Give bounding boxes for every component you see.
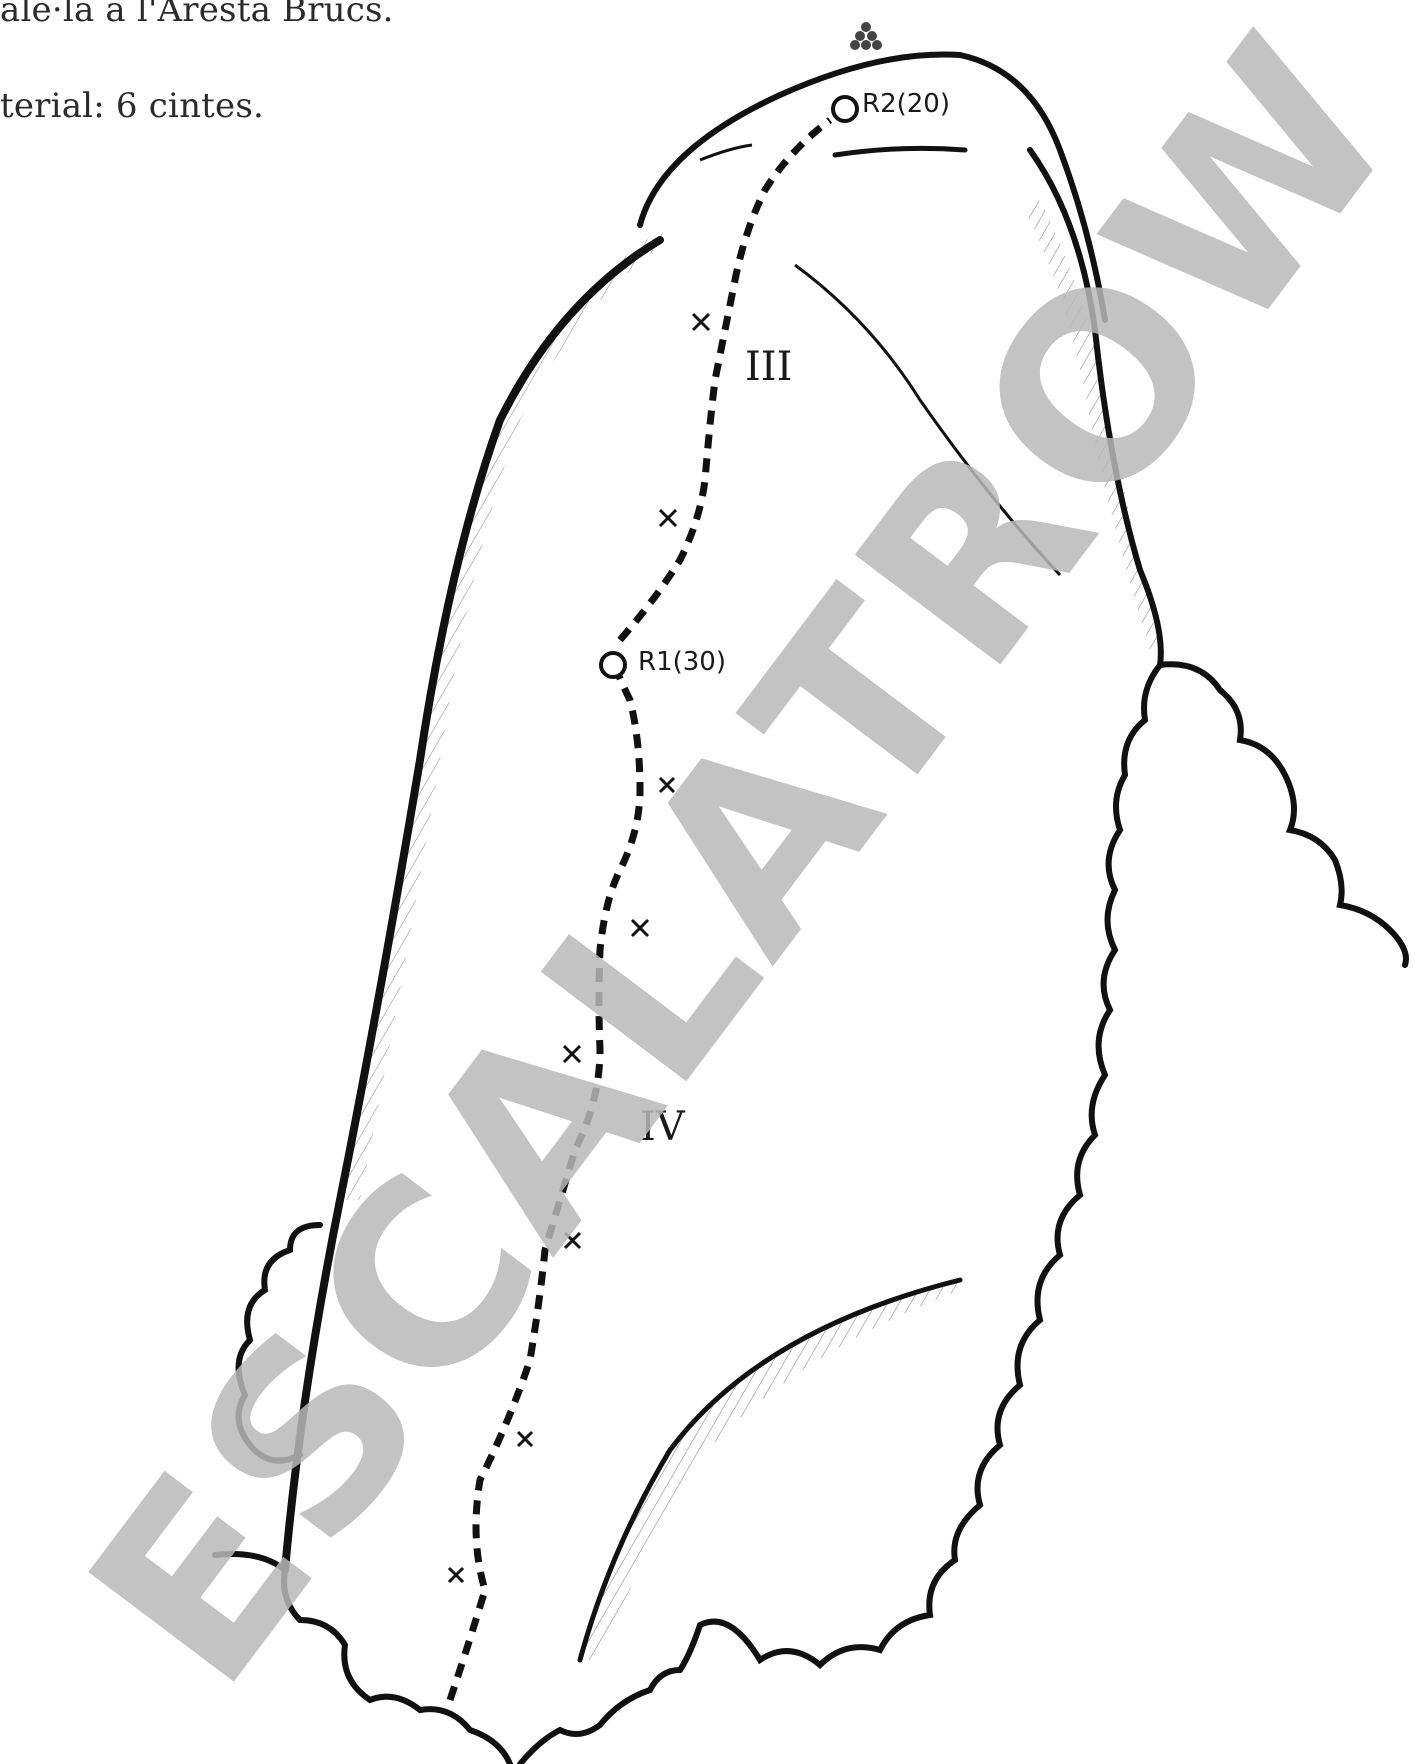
belay-r2-icon bbox=[833, 97, 857, 121]
rock-arch bbox=[580, 1280, 960, 1660]
bolt-icon bbox=[693, 314, 709, 330]
rock-ledge bbox=[835, 148, 965, 155]
bolt-icon bbox=[660, 510, 676, 526]
belay-r1-icon bbox=[601, 653, 625, 677]
belay-label-r2: R2(20) bbox=[862, 89, 950, 119]
bolt-icon bbox=[449, 1568, 463, 1582]
cairn-icon bbox=[850, 22, 882, 50]
rock-ledge-small bbox=[700, 145, 752, 160]
grade-label-pitch2: III bbox=[745, 344, 792, 390]
rock-shading-arch bbox=[580, 1280, 960, 1660]
bolt-icon bbox=[518, 1432, 532, 1446]
watermark-text: ESCALATROW bbox=[35, 0, 1415, 1736]
